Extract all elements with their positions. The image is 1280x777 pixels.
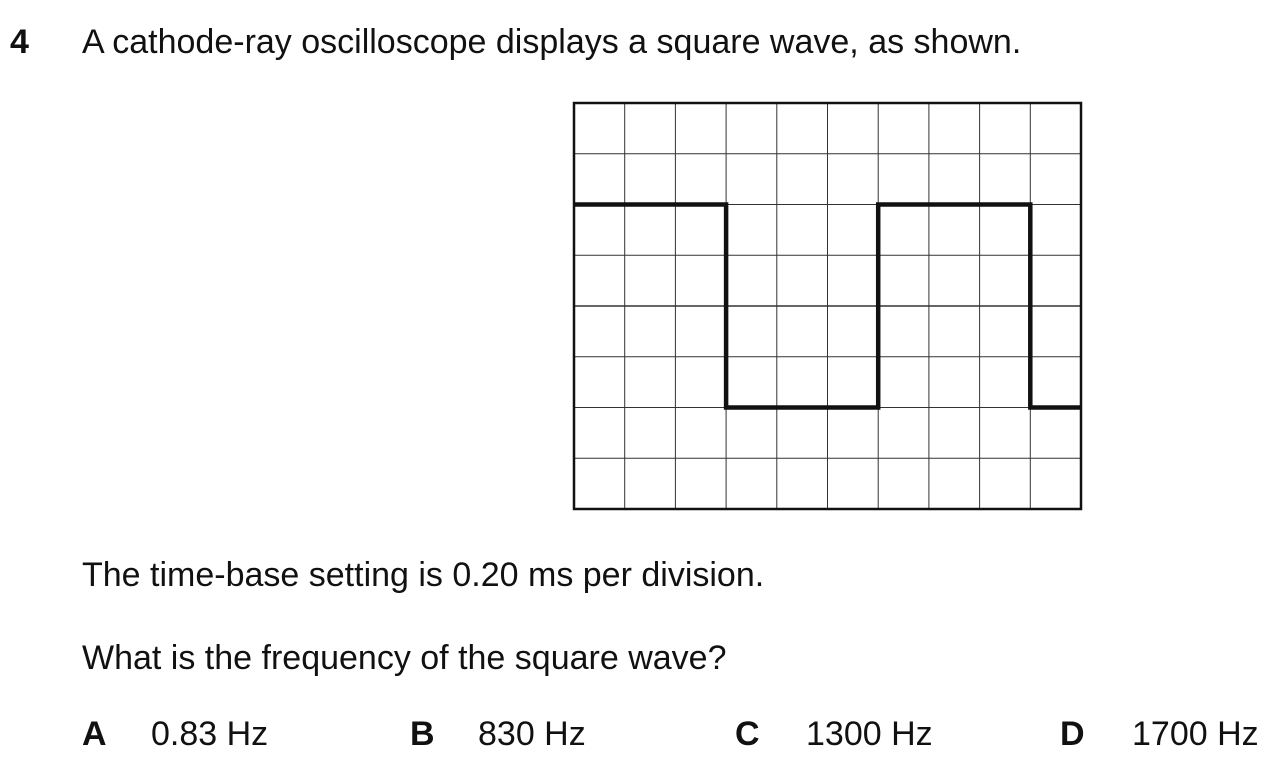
option-a-letter: A <box>82 715 107 753</box>
option-a-text[interactable]: 0.83 Hz <box>151 715 269 753</box>
option-c-letter: C <box>735 715 760 753</box>
option-d-text[interactable]: 1700 Hz <box>1132 715 1259 753</box>
option-b-letter: B <box>410 715 435 753</box>
question-stem: A cathode-ray oscilloscope displays a sq… <box>82 23 1022 61</box>
oscilloscope-grid <box>574 103 1081 509</box>
option-d-letter: D <box>1060 715 1085 753</box>
option-b-text[interactable]: 830 Hz <box>478 715 586 753</box>
question-prompt: What is the frequency of the square wave… <box>82 639 727 677</box>
timebase-statement: The time-base setting is 0.20 ms per div… <box>82 556 765 594</box>
oscilloscope-screen <box>572 101 1083 511</box>
square-wave-trace <box>574 202 1081 410</box>
question-number: 4 <box>10 23 29 61</box>
oscilloscope-border <box>572 101 1083 511</box>
option-c-text[interactable]: 1300 Hz <box>806 715 933 753</box>
